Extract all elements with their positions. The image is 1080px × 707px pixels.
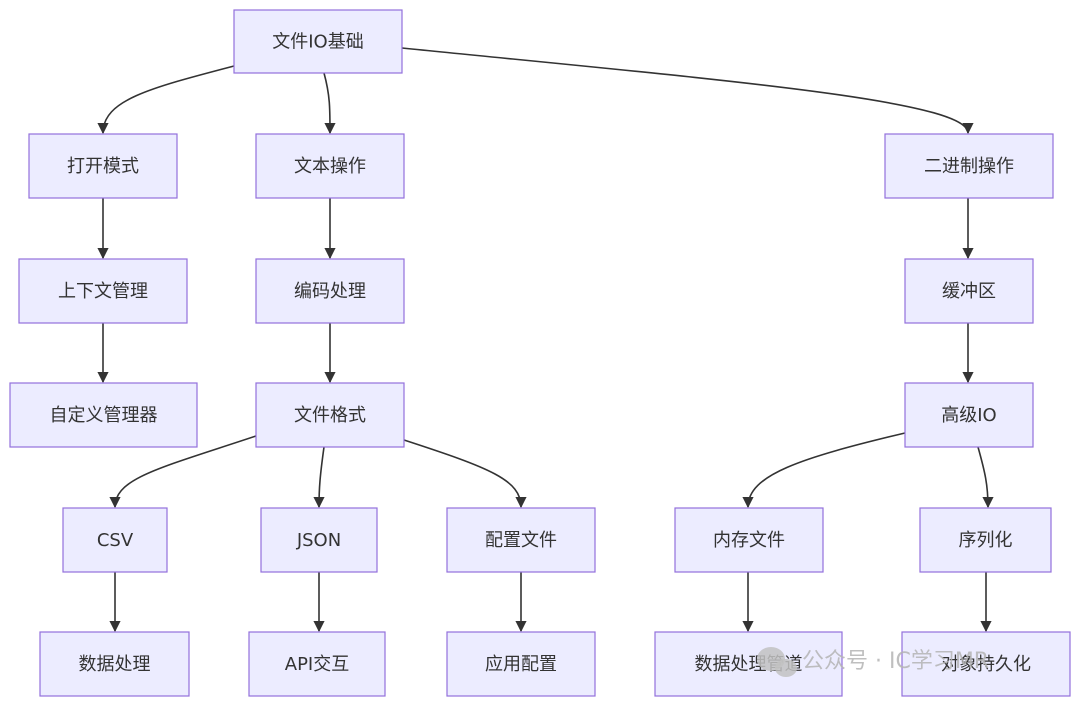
node-label: 编码处理	[294, 281, 366, 302]
watermark-text: 公众号 · IC学习MR	[802, 649, 989, 674]
edge-advanced-io-to-memory-file	[742, 432, 906, 509]
node-binary-ops: 二进制操作	[884, 133, 1054, 199]
node-label: 打开模式	[67, 156, 139, 177]
node-box	[884, 133, 1054, 199]
node-box	[446, 507, 596, 573]
node-box	[255, 133, 405, 199]
node-label: 应用配置	[485, 654, 557, 675]
node-label: API交互	[285, 654, 349, 675]
node-box	[233, 9, 403, 74]
node-box	[904, 382, 1034, 448]
edge-file-io-basics-to-open-modes	[97, 65, 235, 135]
node-box	[255, 258, 405, 324]
node-label: 二进制操作	[924, 156, 1014, 177]
node-box	[62, 507, 168, 573]
node-box	[248, 631, 386, 697]
node-config-file: 配置文件	[446, 507, 596, 573]
node-api-interaction: API交互	[248, 631, 386, 697]
node-label: 内存文件	[713, 530, 785, 551]
node-label: 文本操作	[294, 156, 366, 177]
node-custom-manager: 自定义管理器	[9, 382, 198, 448]
node-box	[39, 631, 190, 697]
node-label: 数据处理	[79, 654, 151, 675]
node-open-modes: 打开模式	[28, 133, 178, 199]
node-memory-file: 内存文件	[674, 507, 824, 573]
node-buffer: 缓冲区	[904, 258, 1034, 324]
node-file-io-basics: 文件IO基础	[233, 9, 403, 74]
node-data-processing: 数据处理	[39, 631, 190, 697]
node-box	[446, 631, 596, 697]
node-text-ops: 文本操作	[255, 133, 405, 199]
node-label: 文件IO基础	[272, 32, 363, 53]
node-object-persistence: 对象持久化	[901, 631, 1071, 697]
node-advanced-io: 高级IO	[904, 382, 1034, 448]
node-label: CSV	[97, 530, 134, 551]
node-label: 缓冲区	[942, 281, 996, 302]
node-box	[255, 382, 405, 448]
edges-layer	[97, 47, 994, 633]
node-app-config: 应用配置	[446, 631, 596, 697]
wechat-logo-icon	[757, 647, 797, 677]
node-csv: CSV	[62, 507, 168, 573]
watermark: 公众号 · IC学习MR	[757, 647, 989, 677]
node-box	[28, 133, 178, 199]
node-context-mgmt: 上下文管理	[18, 258, 188, 324]
node-box	[260, 507, 378, 573]
node-label: 文件格式	[294, 405, 366, 426]
node-encoding: 编码处理	[255, 258, 405, 324]
node-box	[904, 258, 1034, 324]
edge-advanced-io-to-serialization	[977, 446, 994, 509]
node-box	[919, 507, 1052, 573]
node-box	[654, 631, 843, 697]
node-box	[18, 258, 188, 324]
node-box	[674, 507, 824, 573]
node-box	[9, 382, 198, 448]
node-label: 配置文件	[485, 530, 557, 551]
edge-file-formats-to-config-file	[403, 439, 527, 509]
node-label: 序列化	[959, 530, 1013, 551]
edge-file-io-basics-to-binary-ops	[401, 47, 974, 135]
node-file-formats: 文件格式	[255, 382, 405, 448]
node-json: JSON	[260, 507, 378, 573]
node-label: 高级IO	[941, 405, 996, 426]
node-label: 上下文管理	[58, 281, 148, 302]
edge-file-io-basics-to-text-ops	[323, 72, 336, 135]
node-serialization: 序列化	[919, 507, 1052, 573]
node-label: 对象持久化	[941, 654, 1031, 675]
edge-file-formats-to-csv	[109, 435, 257, 509]
edge-file-formats-to-json	[313, 446, 325, 509]
node-label: JSON	[296, 530, 341, 551]
node-box	[901, 631, 1071, 697]
node-label: 自定义管理器	[50, 405, 158, 426]
